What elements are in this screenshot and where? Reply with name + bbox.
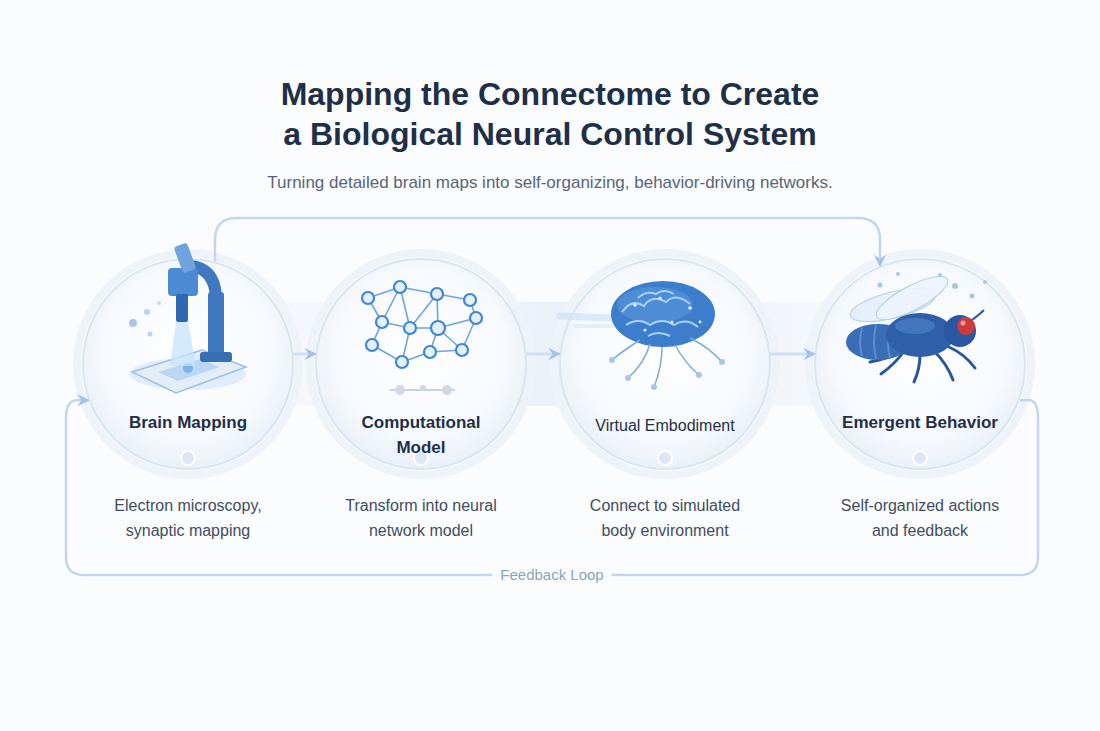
brain-illustration	[560, 281, 725, 390]
step-description: Electron microscopy, synaptic mapping	[98, 493, 278, 543]
diagram-title: Mapping the Connectome to Create a Biolo…	[274, 74, 826, 154]
circle-outline	[559, 258, 771, 470]
microscope-illustration	[129, 242, 246, 393]
flow-arrow	[66, 400, 1038, 575]
step-description: Self-organized actions and feedback	[830, 493, 1010, 543]
stage-circle: Brain MappingElectron microscopy, synapt…	[82, 258, 294, 470]
diagram-subtitle: Turning detailed brain maps into self-or…	[0, 172, 1100, 194]
step-heading: Computational Model	[346, 410, 496, 460]
stage-circle: Emergent BehaviorSelf-organized actions …	[814, 258, 1026, 470]
flow-arrow	[294, 353, 316, 356]
connector-label: Feedback Loop	[492, 565, 611, 585]
flow-arrow	[527, 353, 560, 356]
network-illustration	[362, 281, 482, 395]
step-heading: Emergent Behavior	[820, 410, 1020, 435]
step-description: Connect to simulated body environment	[575, 493, 755, 543]
fly-illustration	[846, 269, 987, 382]
step-description: Transform into neural network model	[331, 493, 511, 543]
stage-circle: Computational ModelTransform into neural…	[315, 258, 527, 470]
step-heading: Virtual Embodiment	[565, 413, 765, 438]
flow-arrow	[215, 218, 880, 266]
circle-outline	[82, 258, 294, 470]
flow-arrow	[771, 353, 815, 356]
stage-circle: Virtual EmbodimentConnect to simulated b…	[559, 258, 771, 470]
circle-outline	[814, 258, 1026, 470]
step-heading: Brain Mapping	[88, 410, 288, 435]
